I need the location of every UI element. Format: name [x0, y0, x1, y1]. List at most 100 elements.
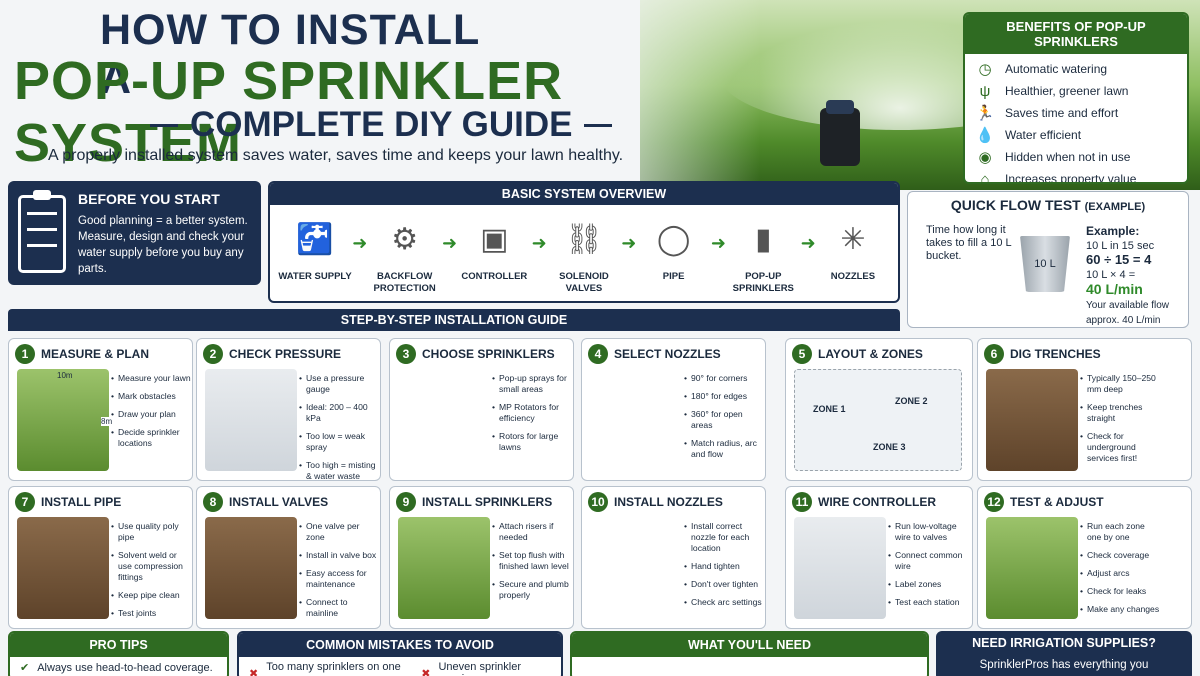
title-rule-right [584, 123, 613, 127]
arrow-right-icon: ➜ [800, 233, 816, 253]
overview-item: ⚙BACKFLOW PROTECTION [368, 213, 442, 295]
flow-title: QUICK FLOW TEST (EXAMPLE) [950, 197, 1146, 213]
arrow-right-icon: ➜ [531, 233, 547, 253]
title-line-2: POP-UP SPRINKLER SYSTEM [14, 51, 564, 173]
step-number: 2 [203, 344, 223, 364]
overview-item: ⛓SOLENOID VALVES [547, 213, 621, 295]
clock-icon: ◷ [978, 61, 992, 78]
step-bullet: Keep pipe clean [111, 590, 191, 601]
flow-instructions: Time how long it takes to fill a 10 L bu… [926, 224, 1012, 262]
step-bullet: One valve per zone [299, 521, 379, 543]
pro-tips-panel: PRO TIPS ✔Always use head-to-head covera… [8, 631, 229, 676]
step-image [986, 369, 1078, 471]
step-bullets: Run low-voltage wire to valvesConnect co… [888, 521, 968, 615]
step-number: 8 [203, 492, 223, 512]
step-bullet: Mark obstacles [111, 391, 191, 402]
step-bullet: Use quality poly pipe [111, 521, 191, 543]
step-title: CHOOSE SPRINKLERS [422, 347, 555, 361]
step-bullet: Check arc settings [684, 597, 764, 608]
step-image [398, 517, 490, 619]
step-bullet: Draw your plan [111, 409, 191, 420]
step-bullet: Hand tighten [684, 561, 764, 572]
step-number: 5 [792, 344, 812, 364]
house-icon: ⌂ [980, 170, 990, 184]
step-bullet: Use a pressure gauge [299, 373, 379, 395]
nozzle-spray-icon: ✳ [840, 222, 866, 256]
step-bullet: Too high = misting & water waste [299, 460, 379, 480]
benefits-title: BENEFITS OF POP-UP SPRINKLERS [965, 14, 1187, 54]
benefit-item: 💧Water efficient [975, 124, 1177, 146]
step-bullet: Connect to mainline [299, 597, 379, 619]
step-title: LAYOUT & ZONES [818, 347, 923, 361]
before-you-start-panel: BEFORE YOU START Good planning = a bette… [8, 181, 261, 285]
overview-label: POP-UP SPRINKLERS [732, 271, 794, 294]
step-header: 6 DIG TRENCHES [978, 339, 1191, 369]
dimension-height: 8m [101, 417, 113, 426]
step-bullet: MP Rotators for efficiency [492, 402, 572, 424]
benefit-item: ψ Healthier, greener lawn [975, 80, 1177, 102]
supplies-text: SprinklerPros has everything you [979, 659, 1149, 671]
step-title: MEASURE & PLAN [41, 347, 150, 361]
water-drop-icon: 💧 [975, 127, 995, 144]
pro-tips-title: PRO TIPS [10, 633, 227, 657]
arrow-right-icon: ➜ [621, 233, 637, 253]
step-image [205, 369, 297, 471]
overview-item: ▣CONTROLLER [457, 213, 531, 283]
step-title: INSTALL SPRINKLERS [422, 495, 553, 509]
step-bullet: Install correct nozzle for each location [684, 521, 764, 554]
title-line-3-text: COMPLETE DIY GUIDE [190, 105, 573, 144]
step-bullets: 90° for corners180° for edges360° for op… [684, 373, 764, 467]
step-image [17, 517, 109, 619]
quick-flow-test-panel: QUICK FLOW TEST (EXAMPLE) Time how long … [907, 191, 1189, 328]
step-bullet: Decide sprinkler locations [111, 427, 191, 449]
check-icon: ✔ [20, 662, 30, 674]
step-bullet: Pop-up sprays for small areas [492, 373, 572, 395]
mistakes-title: COMMON MISTAKES TO AVOID [239, 633, 561, 657]
step-bullets: Use a pressure gaugeIdeal: 200 – 400 kPa… [299, 373, 379, 480]
step-number: 11 [792, 492, 812, 512]
clipboard-icon [18, 190, 66, 273]
step-image [590, 369, 682, 471]
step-number: 1 [15, 344, 35, 364]
step-header: 5 LAYOUT & ZONES [786, 339, 972, 369]
title-line-3: COMPLETE DIY GUIDE [150, 105, 613, 145]
step-bullet: 90° for corners [684, 373, 764, 384]
step-bullet: Run low-voltage wire to valves [888, 521, 968, 543]
step-bullets: Install correct nozzle for each location… [684, 521, 764, 615]
benefit-label: Healthier, greener lawn [1005, 84, 1129, 98]
benefit-label: Saves time and effort [1005, 106, 1119, 120]
backflow-valve-icon: ⚙ [391, 222, 419, 256]
step-bullet: 360° for open areas [684, 409, 764, 431]
step-bullet: Adjust arcs [1080, 568, 1160, 579]
step-title: INSTALL NOZZLES [614, 495, 723, 509]
before-text: Good planning = a better system. Measure… [78, 215, 248, 275]
need-title: WHAT YOU'LL NEED [572, 633, 927, 657]
step-bullet: Label zones [888, 579, 968, 590]
overview-label: WATER SUPPLY [278, 271, 352, 282]
step-title: DIG TRENCHES [1010, 347, 1101, 361]
title-rule-left [150, 123, 178, 127]
step-bullets: Pop-up sprays for small areas MP Rotators… [492, 373, 572, 460]
benefit-item: ◉Hidden when not in use [975, 146, 1177, 168]
grass-icon: ψ [979, 82, 991, 100]
step-bullet: Test joints [111, 608, 191, 619]
step-bullet: Typically 150–250 mm deep [1080, 373, 1160, 395]
step-title: SELECT NOZZLES [614, 347, 721, 361]
overview-item: ◯PIPE [637, 213, 711, 283]
step-number: 6 [984, 344, 1004, 364]
overview-item: ▮POP-UP SPRINKLERS [726, 213, 800, 295]
benefit-item: 🏃Saves time and effort [975, 102, 1177, 124]
step-bullet: Don't over tighten [684, 579, 764, 590]
zone-label: ZONE 3 [873, 442, 906, 452]
subtitle: A properly installed system saves water,… [48, 147, 624, 164]
benefit-label: Hidden when not in use [1005, 150, 1131, 164]
